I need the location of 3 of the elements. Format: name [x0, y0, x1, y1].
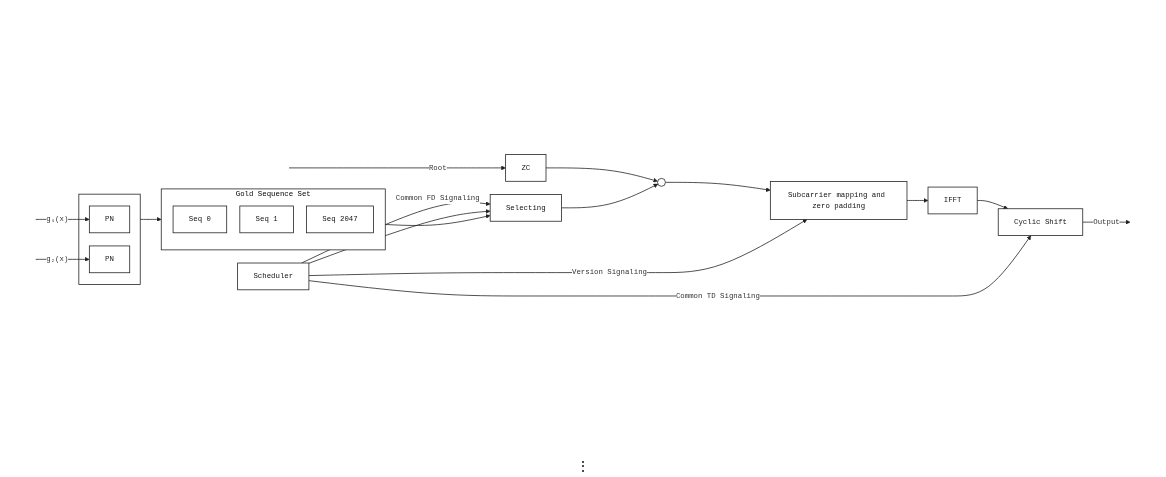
ellipsis-mark: ⋮	[576, 459, 590, 475]
cluster	[78, 193, 141, 285]
node-circle	[657, 178, 666, 187]
